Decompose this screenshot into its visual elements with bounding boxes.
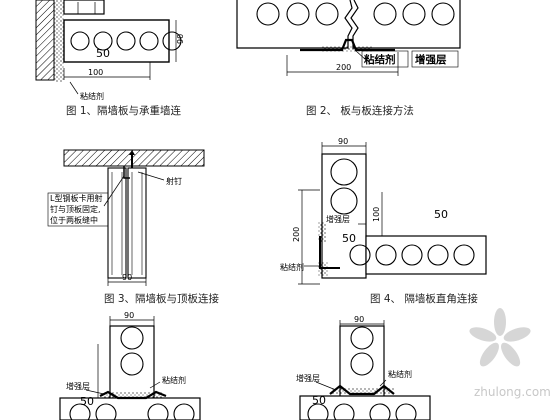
adhesive-label: 粘结剂	[162, 375, 186, 385]
figure-5-t-joint: 90 粘结剂 增强层 50	[59, 311, 201, 420]
adhesive-layer	[54, 0, 64, 82]
right-panel	[350, 0, 461, 49]
right-panel	[127, 167, 147, 279]
clip-note-line-1: L型钢板卡用射	[50, 193, 102, 203]
label-50-b: 50	[434, 208, 448, 221]
figure-4-right-angle-joint: 90 200 100 增强层 50 50 粘结剂 图 4、 隔墙板直角连接	[280, 137, 487, 305]
vertical-panel	[321, 153, 367, 279]
bearing-wall	[35, 0, 55, 81]
watermark-logo-icon	[469, 308, 531, 367]
steel-clip	[123, 166, 130, 179]
dim-100: 100	[372, 207, 381, 222]
panel-cores-horizontal	[69, 403, 195, 420]
nail-label: 射钉	[166, 176, 182, 186]
dim-90: 90	[354, 315, 364, 324]
panel-cores	[70, 31, 182, 51]
horizontal-panel	[365, 235, 487, 275]
left-panel	[107, 167, 127, 279]
panel-cores	[256, 2, 455, 26]
watermark-text: zhulong.com	[474, 385, 551, 399]
dim-200: 200	[336, 63, 351, 72]
figure-1-wall-to-bearing-wall: 90 50 100 粘结剂 图 1、隔墙板与承重墙连	[35, 0, 185, 117]
clip-note-line-3: 位于两板缝中	[50, 215, 98, 225]
clip-note-line-2: 钉与顶板固定,	[50, 204, 101, 214]
dim-100: 100	[88, 68, 103, 77]
adhesive-label: 粘结剂	[280, 262, 304, 272]
panel-cores-vertical	[120, 326, 144, 376]
dim-90: 90	[124, 311, 134, 320]
panel-cores-horizontal	[349, 244, 475, 266]
figure-4-caption: 图 4、 隔墙板直角连接	[370, 292, 478, 305]
adhesive-label: 粘结剂	[80, 91, 104, 101]
label-50-a: 50	[342, 232, 356, 245]
adhesive-label: 粘结剂	[388, 369, 412, 379]
dim-90: 90	[122, 273, 132, 282]
figure-2-caption: 图 2、 板与板连接方法	[306, 104, 414, 117]
panel-cores-vertical	[350, 326, 374, 376]
adhesive-label: 粘结剂	[364, 53, 396, 66]
reinforcement-label: 增强层	[66, 381, 90, 391]
figure-6-t-joint: 90 增强层 粘结剂 50	[296, 315, 431, 420]
panel-cores-horizontal	[307, 403, 417, 420]
label-50: 50	[96, 47, 110, 60]
watermark: zhulong.com	[469, 308, 551, 399]
dim-90: 90	[338, 137, 348, 146]
figure-1-caption: 图 1、隔墙板与承重墙连	[66, 104, 182, 117]
reinforcement-label: 增强层	[296, 373, 320, 383]
dim-90: 90	[176, 34, 185, 44]
figure-3-caption: 图 3、隔墙板与顶板连接	[104, 292, 220, 305]
reinforcement-label: 增强层	[415, 53, 447, 66]
label-50: 50	[312, 394, 326, 407]
label-50: 50	[80, 395, 94, 408]
ceiling-slab	[63, 149, 205, 167]
figure-2-panel-to-panel: 200 粘结剂 增强层 图 2、 板与板连接方法	[236, 0, 461, 117]
horizontal-panel	[299, 395, 431, 420]
panel-cores-vertical	[330, 158, 358, 215]
reinforcement-label: 增强层	[326, 214, 350, 224]
figure-3-wall-to-ceiling: 射钉 L型钢板卡用射 钉与顶板固定, 位于两板缝中 90 图 3、隔墙板与顶板连…	[47, 149, 220, 305]
dim-200: 200	[292, 227, 301, 242]
